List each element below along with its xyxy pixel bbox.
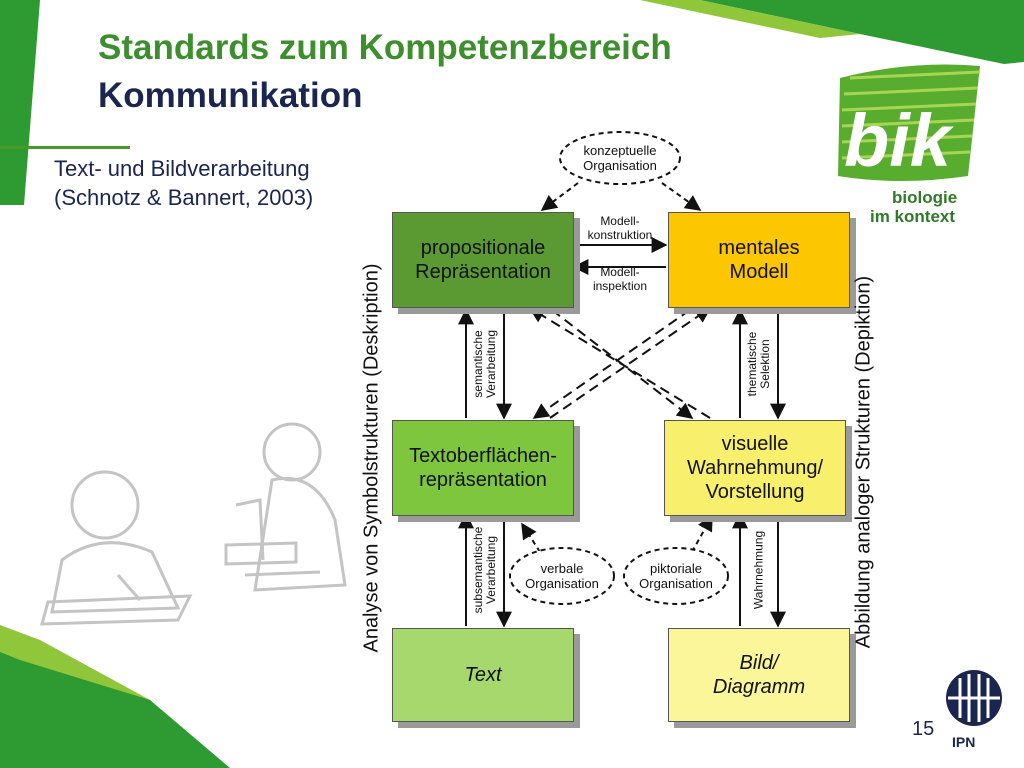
right-axis-label: Abbildung analoger Strukturen (Depiktion… [852,275,875,649]
page-number: 15 [912,718,935,740]
ipn-logo-text: IPN [952,734,976,750]
title-line-2: Kommunikation [98,76,363,115]
bik-logo: bik [838,64,981,182]
konzeptuelle-label: konzeptuelle Organisation [583,143,657,173]
box-bild-diagramm: Bild/ Diagramm [668,628,850,722]
title-line-1: Standards zum Kompetenzbereich [98,28,672,67]
subtitle: Text- und Bildverarbeitung (Schnotz & Ba… [54,154,313,212]
bik-logo-word: bik [844,99,955,182]
thematische-selektion-label: thematische Selektion [745,331,772,397]
left-axis-label: Analyse von Symbolstrukturen (Deskriptio… [360,263,383,653]
arrow-verbal-org [521,522,541,553]
piktoriale-label: piktoriale Organisation [639,561,713,591]
wahrnehmung-label: Wahrnehmung [751,530,766,610]
box-textoberflaechen-repraesentation: Textoberflächen- repräsentation [392,420,574,516]
modell-konstruktion-label: Modell- konstruktion [587,214,653,242]
ellipse-piktoriale [623,547,729,605]
logo-line-2: im kontext [870,207,956,226]
ellipse-verbale [509,547,615,605]
arrow-cross-3 [532,309,691,419]
arrow-konz-to-prop [540,182,579,211]
subsemantische-verarbeitung-label: subsemantische Verarbeitung [471,526,498,614]
logo-line-1: biologie [892,188,958,207]
students-illustration [40,422,347,626]
modell-inspektion-label: Modell- inspektion [592,265,648,293]
arrow-konz-to-ment [661,182,702,211]
box-visuelle-wahrnehmung: visuelle Wahrnehmung/ Vorstellung [664,420,846,516]
box-propositionale-repraesentation: propositionale Repräsentation [392,212,574,308]
box-mentales-modell: mentales Modell [668,212,850,308]
arrow-cross-4 [549,307,712,419]
ellipse-konzeptuelle [559,131,681,185]
arrow-cross-2 [528,307,711,419]
subtitle-line-2: (Schnotz & Bannert, 2003) [54,185,314,210]
title-divider [0,146,130,149]
ipn-logo [946,670,1002,726]
subtitle-line-1: Text- und Bildverarbeitung [54,156,310,181]
verbale-label: verbale Organisation [525,561,599,591]
box-text: Text [392,628,574,722]
arrow-piktorial-org [691,514,713,553]
semantische-verarbeitung-label: semantische Verarbeitung [471,329,498,399]
